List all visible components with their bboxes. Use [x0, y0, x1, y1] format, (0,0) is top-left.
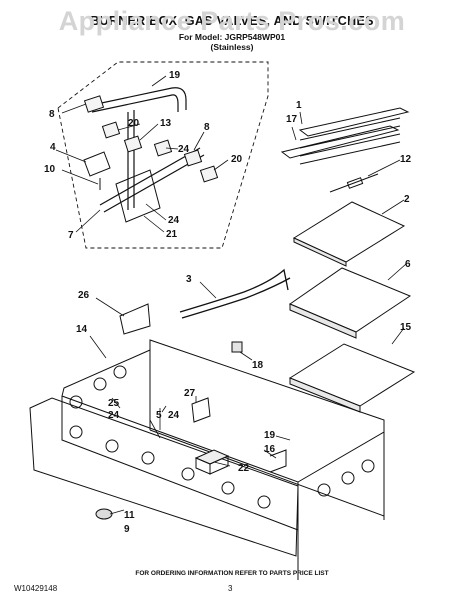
callout-2: 2	[404, 194, 410, 205]
callout-16: 18	[252, 360, 264, 371]
callout-23: 24	[178, 144, 190, 155]
callout-25: 25	[108, 398, 120, 409]
callout-12: 14	[76, 324, 88, 335]
thermocouple	[329, 173, 379, 193]
document-id: W10429148	[14, 584, 58, 593]
valve-cap	[95, 508, 113, 520]
burner-box-ports	[69, 365, 375, 497]
valve-assembly-outline	[57, 61, 269, 249]
leader-lines	[55, 75, 407, 515]
callout-9: 9	[124, 524, 130, 535]
igniter-switch-module	[194, 449, 230, 475]
griddle-plate	[292, 201, 406, 267]
cover-plate-upper	[288, 267, 412, 339]
cover-plate-lower	[288, 343, 416, 413]
switch-bracket	[269, 449, 287, 473]
callout-7: 7	[68, 230, 74, 241]
burner-box	[61, 339, 385, 580]
manifold-pipes	[91, 87, 205, 213]
callout-11: 11	[124, 510, 135, 521]
callout-8: 8	[49, 109, 55, 120]
ordering-note: FOR ORDERING INFORMATION REFER TO PARTS …	[135, 570, 329, 577]
clip-bracket	[191, 397, 211, 423]
valve-panel	[115, 169, 161, 223]
orifice-fitting	[231, 341, 243, 353]
griddle-element	[280, 107, 410, 165]
valve-bracket	[83, 151, 111, 190]
callout-15: 15	[400, 322, 412, 333]
page-number: 3	[228, 584, 233, 593]
callout-13: 12	[400, 154, 412, 165]
callout-4: 4	[50, 142, 56, 153]
callout-26: 26	[78, 290, 90, 301]
callouts: 19 8 20 13 8 24 20 4 10 24 21 7 1 17 12 …	[44, 70, 412, 535]
callout-27: 27	[184, 388, 196, 399]
callout-22: 22	[238, 463, 250, 474]
callout-10: 10	[44, 164, 56, 175]
callout-18: 16	[264, 444, 276, 455]
gas-supply-tube	[179, 268, 291, 319]
callout-19: 19	[264, 430, 276, 441]
callout-1: 1	[296, 100, 302, 111]
callout-20: 20	[231, 154, 243, 165]
mounting-bracket	[119, 303, 151, 335]
callout-19: 19	[169, 70, 181, 81]
gas-valves	[83, 95, 219, 183]
callout-6: 6	[405, 259, 411, 270]
callout-14: 13	[160, 118, 172, 129]
callout-17: 17	[286, 114, 298, 125]
callout-21: 21	[166, 229, 178, 240]
callout-3: 3	[186, 274, 192, 285]
callout-24: 24	[108, 410, 120, 421]
front-panel	[29, 397, 299, 557]
callout-20: 20	[128, 118, 140, 129]
page-title: BURNER BOX, GAS VALVES, AND SWITCHES	[90, 14, 374, 28]
callout-24: 24	[168, 410, 180, 421]
callout-8: 8	[204, 122, 210, 133]
callout-24: 24	[168, 215, 180, 226]
model-line: For Model: JGRP548WP01	[178, 32, 286, 42]
callout-5: 5	[156, 410, 162, 421]
finish-line: (Stainless)	[210, 42, 254, 52]
